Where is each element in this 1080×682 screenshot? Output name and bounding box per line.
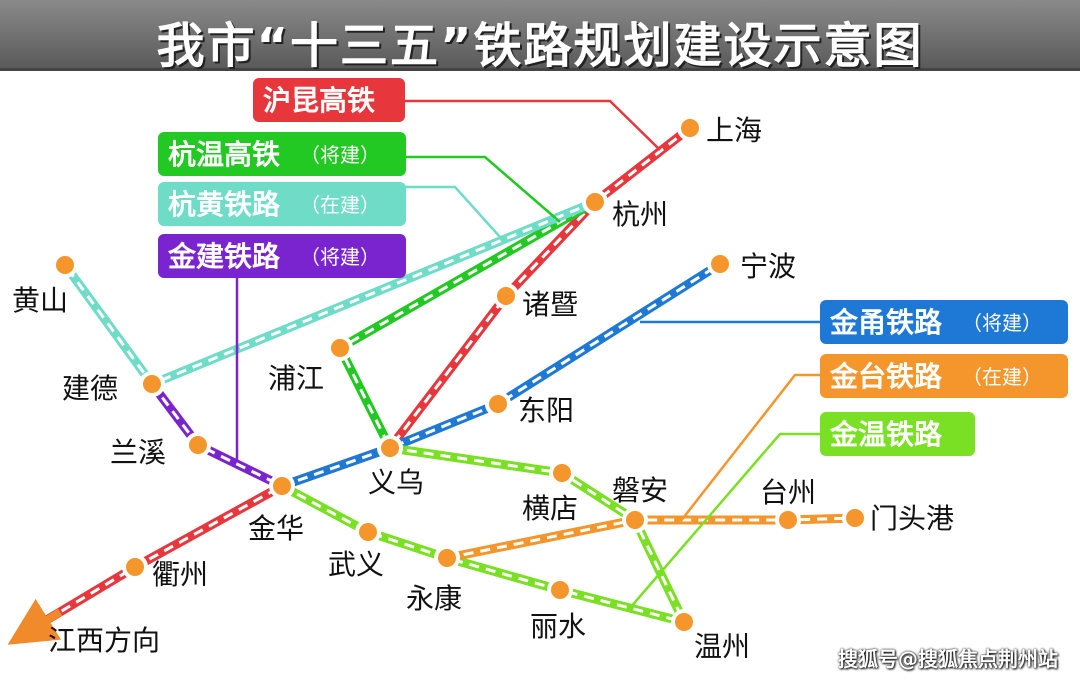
label-lishui: 丽水 [530, 610, 586, 643]
line-jinjian [148, 381, 284, 491]
legend: 沪昆高铁 杭温高铁 （将建） 杭黄铁路 （在建） 金建铁路 （将建） 金甬铁路 … [158, 78, 1068, 456]
label-pujiang: 浦江 [268, 362, 324, 395]
station-jiande [139, 371, 165, 397]
svg-text:（将建）: （将建） [300, 143, 380, 167]
station-ningbo [707, 251, 733, 277]
legend-hukun: 沪昆高铁 [253, 78, 405, 122]
label-taizhou: 台州 [760, 476, 816, 509]
svg-text:金台铁路: 金台铁路 [829, 360, 943, 393]
label-jiande: 建德 [62, 372, 118, 405]
label-wuyi: 武义 [328, 548, 384, 581]
station-shanghai [677, 115, 703, 141]
legend-jinjian: 金建铁路 （将建） [158, 234, 406, 278]
label-wenzhou: 温州 [694, 630, 750, 663]
label-panan: 磐安 [612, 474, 668, 507]
jiangxi-arrow [7, 598, 63, 645]
svg-text:杭黄铁路: 杭黄铁路 [168, 188, 281, 221]
leader-lines [235, 99, 820, 609]
station-jinhua [269, 473, 295, 499]
station-taizhou [775, 507, 801, 533]
label-quzhou: 衢州 [152, 558, 208, 591]
label-yongkang: 永康 [406, 582, 462, 615]
svg-text:（在建）: （在建） [962, 365, 1042, 389]
svg-text:（将建）: （将建） [962, 311, 1042, 335]
station-yongkang [434, 545, 460, 571]
legend-label: 沪昆高铁 [263, 84, 375, 117]
label-zhuji: 诸暨 [522, 288, 578, 321]
watermark: 搜狐号@搜狐焦点荆州站 [838, 647, 1058, 671]
label-dongyang: 东阳 [518, 394, 574, 427]
station-lishui [547, 577, 573, 603]
svg-text:金甬铁路: 金甬铁路 [829, 306, 943, 339]
legend-jinwen: 金温铁路 [820, 412, 975, 456]
svg-text:（在建）: （在建） [300, 193, 380, 217]
station-hangzhou [582, 189, 608, 215]
svg-text:金建铁路: 金建铁路 [167, 240, 281, 273]
svg-text:杭温高铁: 杭温高铁 [168, 138, 280, 171]
stations [52, 115, 868, 635]
page-title: 我市“十三五”铁路规划建设示意图 [156, 18, 924, 74]
label-shanghai: 上海 [706, 114, 762, 147]
station-quzhou [122, 554, 148, 580]
station-panan [622, 507, 648, 533]
label-yiwu: 义乌 [368, 466, 424, 499]
label-jiangxi: 江西方向 [48, 624, 160, 657]
label-jinhua: 金华 [248, 512, 304, 545]
station-huangshan [52, 252, 78, 278]
label-ningbo: 宁波 [740, 250, 796, 283]
station-yiwu [377, 435, 403, 461]
legend-hanghuang: 杭黄铁路 （在建） [158, 182, 406, 226]
legend-jintai: 金台铁路 （在建） [820, 354, 1068, 398]
label-hangzhou: 杭州 [612, 198, 668, 231]
station-wenzhou [671, 609, 697, 635]
station-dongyang [485, 391, 511, 417]
label-mentougang: 门头港 [870, 502, 954, 535]
station-zhuji [493, 283, 519, 309]
legend-jinyong: 金甬铁路 （将建） [820, 300, 1068, 344]
title-bar: 我市“十三五”铁路规划建设示意图 [0, 0, 1080, 74]
station-hengdian [549, 460, 575, 486]
station-mentougang [842, 505, 868, 531]
station-pujiang [327, 335, 353, 361]
label-huangshan: 黄山 [12, 284, 68, 317]
station-lanxi [185, 432, 211, 458]
station-wuyi [355, 519, 381, 545]
label-lanxi: 兰溪 [110, 436, 166, 469]
city-labels: 上海 杭州 宁波 诸暨 黄山 浦江 建德 东阳 兰溪 义乌 横店 磐安 台州 门… [12, 114, 954, 663]
label-hengdian: 横店 [522, 492, 578, 525]
legend-hangwen: 杭温高铁 （将建） [158, 132, 406, 176]
svg-text:金温铁路: 金温铁路 [829, 418, 943, 451]
svg-text:（将建）: （将建） [300, 245, 380, 269]
